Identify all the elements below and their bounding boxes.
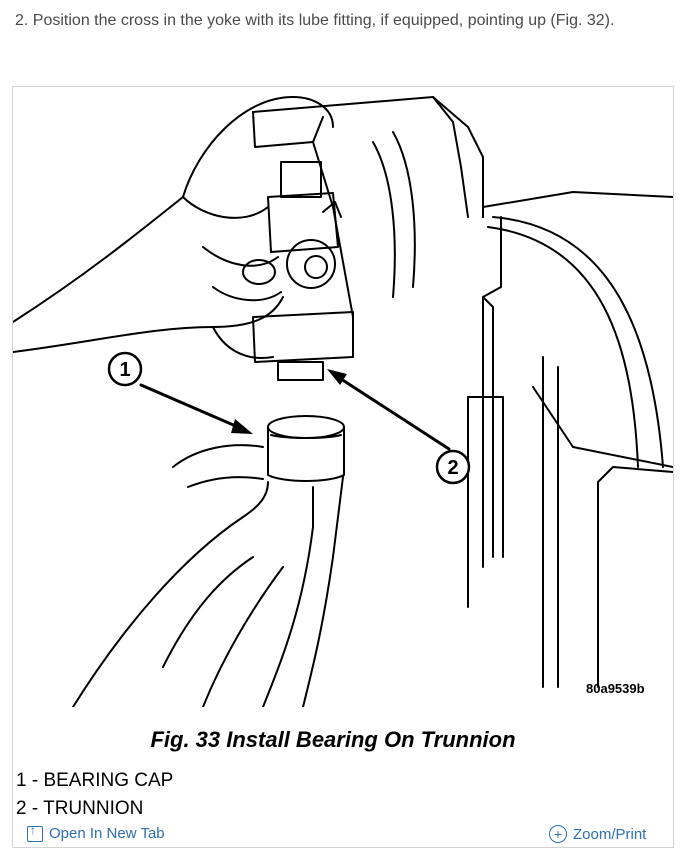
- step-instruction: 2. Position the cross in the yoke with i…: [15, 12, 615, 29]
- open-in-new-tab-link[interactable]: Open In New Tab: [27, 823, 165, 842]
- figure-code: 80a9539b: [586, 681, 645, 696]
- zoom-print-link[interactable]: + Zoom/Print: [549, 825, 646, 843]
- callout-2-label: 2: [447, 457, 458, 479]
- callout-1-circle: [107, 351, 143, 387]
- figure-legend: 1 - BEARING CAP 2 - TRUNNION: [16, 767, 173, 823]
- figure-caption: Fig. 33 Install Bearing On Trunnion: [150, 727, 516, 752]
- external-link-icon: [27, 823, 43, 842]
- zoom-print-label: Zoom/Print: [573, 825, 647, 843]
- legend-item-bearing-cap: 1 - BEARING CAP: [16, 770, 174, 791]
- figure-panel: 1 2 80a9539b Fig. 33 Install Bearing On …: [12, 86, 674, 848]
- legend-item-trunnion: 2 - TRUNNION: [16, 798, 144, 819]
- open-in-new-tab-label: Open In New Tab: [49, 825, 165, 842]
- callout-2-circle: [435, 449, 471, 485]
- zoom-plus-icon: +: [549, 825, 567, 843]
- callout-1-label: 1: [119, 359, 130, 381]
- bearing-install-illustration: 1 2: [13, 96, 673, 707]
